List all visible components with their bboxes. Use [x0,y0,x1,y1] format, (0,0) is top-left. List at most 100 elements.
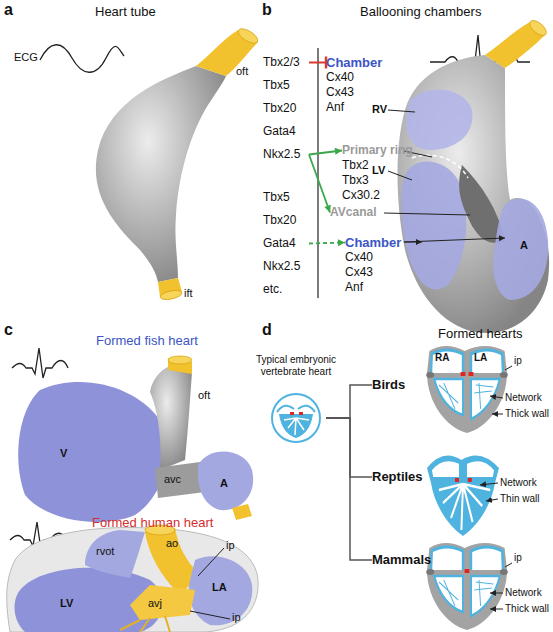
ballooning-heart-part [317,48,318,298]
formed-hearts-part [490,593,503,594]
formed-hearts-part [490,609,503,610]
node-text: Tbx5 [263,74,309,97]
node-heading: Chamber [326,55,386,70]
ballooning-heart-part [406,89,472,150]
connector-line [309,155,330,213]
heart-tube-part [236,26,260,46]
part-label: LA [212,582,227,593]
arrow-head [335,148,342,155]
part-label: Network [500,478,537,488]
part-label: oft [198,390,210,401]
node-heading: Birds [372,378,412,392]
ballooning-heart-part [401,162,466,290]
node-text: Tbx20 [263,209,309,232]
node-heading: Tbx2/3 [263,51,309,74]
part-label: RV [372,104,387,115]
part-label: A [520,240,528,251]
region-label: AVcanal [330,205,385,220]
node-text: Cx40 [326,70,386,85]
fish-heart-part [168,356,192,364]
heart-tube-part [96,66,226,282]
connector-line [326,418,372,560]
ballooning-heart-part [404,151,432,157]
connector [309,239,345,246]
part-label: ip [514,356,522,366]
formed-hearts-part [486,499,498,501]
ballooning-heart-part [388,171,412,180]
part-label: oft [236,66,248,77]
embryonic-heart-part [279,414,313,438]
panel-title: Formed human heart [92,516,213,529]
part-label: LV [372,165,385,176]
fish-heart-part [18,382,167,522]
connector-line [309,62,326,64]
gene-list: Tbx2/3Tbx5Tbx20Gata4Nkx2.5 [263,51,309,166]
formed-hearts-part [490,396,503,398]
part-label: ip [514,553,522,563]
formed-hearts-part-part [426,543,508,630]
human-heart-part [189,556,253,625]
embryonic-heart-part [277,406,315,412]
part-label: Thin wall [500,494,539,504]
node-heading: Chamber [345,235,405,250]
node-text: Cx40 [345,250,405,265]
part-label: ECG [14,52,38,63]
part-label: ip [226,540,235,551]
ballooning-heart-part [384,213,470,215]
connector [326,385,372,418]
node-text: Tbx20 [263,97,309,120]
node-heading: Typical embryonic vertebrate heart [254,354,338,377]
heart-tube [40,26,260,301]
node-text: Nkx2.5 [263,143,309,166]
node-text: Cx30.2 [342,188,404,203]
part-label: LA [474,353,487,363]
node-text: Gata4 [263,120,309,143]
formed-hearts-part [426,543,508,630]
connector [309,155,331,213]
formed-hearts-part-part [427,456,499,537]
heart-tube-part [159,289,182,301]
panel-letter: d [262,322,272,338]
part-label: avc [164,474,181,485]
part-label: ift [184,288,193,299]
fish-heart-part [232,504,252,520]
formed-hearts-part-part [469,372,474,376]
connector [326,418,372,477]
ballooning-heart-part [398,55,550,333]
formed-hearts-part-part [426,346,508,433]
class-label: Mammals [372,553,428,567]
formed-hearts-part [427,456,499,537]
connector [309,148,342,155]
part-label: Network [505,588,542,598]
node-heading: Reptiles [372,470,428,484]
formed-hearts [426,346,512,630]
part-label: ip [232,612,241,623]
connector-line [309,151,342,155]
node-text: Anf [345,280,405,295]
ballooning-heart-part [388,110,415,112]
panel-letter: b [262,2,272,18]
ballooning-heart [318,18,549,333]
ballooning-heart-part [527,18,549,39]
part-label: Network [505,393,542,403]
part-label: LV [60,598,73,609]
marker-list: ChamberCx40Cx43Anf [345,235,405,295]
class-label: Reptiles [372,470,428,484]
embryonic-heart-part [284,418,309,435]
fish-heart-part [155,462,205,498]
formed-hearts-part [480,483,498,485]
node-text: Cx43 [345,265,405,280]
embryonic-heart-part [290,412,294,415]
formed-hearts-part [505,563,512,567]
heart-tube-part [40,45,124,73]
formed-hearts-part [426,346,508,433]
panel-letter: c [4,322,13,338]
node-heading: Primary ring [342,143,404,158]
part-label: A [220,478,228,489]
embryonic-heart-part [272,394,320,442]
fish-heart-part [198,452,253,511]
connector-line [326,385,372,418]
fish-heart-part [12,348,68,378]
